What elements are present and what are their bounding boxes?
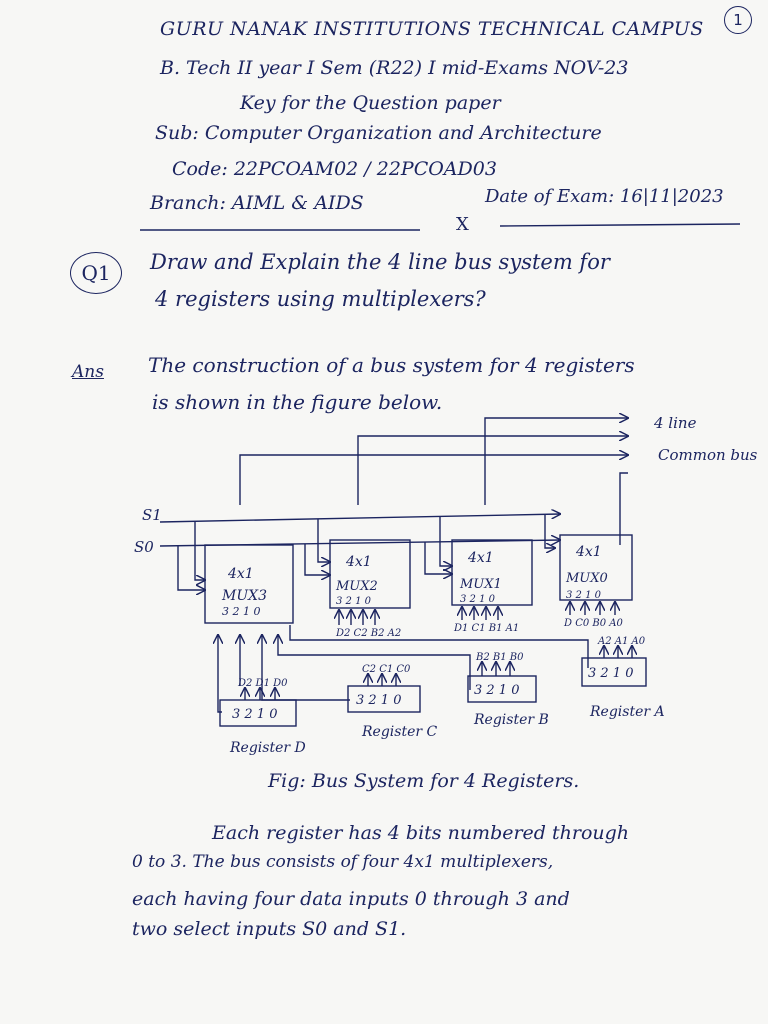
mux3-name: MUX3 xyxy=(221,588,267,604)
register-c-outputs: C2 C1 C0 xyxy=(362,664,411,675)
mux0-inputs: 3 2 1 0 xyxy=(566,590,602,601)
body-line-2: 0 to 3. The bus consists of four 4x1 mul… xyxy=(132,852,554,872)
mux1-type: 4x1 xyxy=(467,550,494,566)
bus-line-mux2 xyxy=(357,436,628,505)
register-c-box xyxy=(347,685,421,713)
mux1-input-labels: D1 C1 B1 A1 xyxy=(453,623,519,634)
mux3-inputs: 3 2 1 0 xyxy=(222,605,260,618)
mux1-name: MUX1 xyxy=(459,577,502,592)
register-b-outputs: B2 B1 B0 xyxy=(475,652,524,663)
body-line-1: Each register has 4 bits numbered throug… xyxy=(212,822,630,844)
answer-label: Ans xyxy=(72,362,104,382)
register-c-name: Register C xyxy=(361,724,438,740)
s0-label: S0 xyxy=(134,538,154,556)
register-b-name: Register B xyxy=(473,712,549,728)
register-d-bits: 3 2 1 0 xyxy=(232,707,277,722)
bus-line-mux3 xyxy=(239,455,628,505)
exam-title: B. Tech II year I Sem (R22) I mid-Exams … xyxy=(160,57,629,79)
branch-line: Branch: AIML & AIDS xyxy=(150,192,364,214)
register-b-box xyxy=(467,675,537,703)
mux0-name: MUX0 xyxy=(565,571,608,586)
key-title: Key for the Question paper xyxy=(240,92,501,114)
subject-line: Sub: Computer Organization and Architect… xyxy=(155,122,602,144)
mux1-inputs: 3 2 1 0 xyxy=(460,594,496,605)
register-a-outputs: A2 A1 A0 xyxy=(597,636,646,647)
body-line-3: each having four data inputs 0 through 3… xyxy=(132,888,570,910)
separator-mark: X xyxy=(456,214,469,235)
mux0-input-labels: D C0 B0 A0 xyxy=(563,618,624,629)
mux3-box xyxy=(204,544,294,624)
question-label: Q1 xyxy=(70,252,122,294)
answer-line-1: The construction of a bus system for 4 r… xyxy=(148,353,635,377)
register-b-bits: 3 2 1 0 xyxy=(474,683,519,698)
body-line-4: two select inputs S0 and S1. xyxy=(132,918,407,940)
mux0-box xyxy=(559,534,633,601)
mux2-name: MUX2 xyxy=(335,579,378,594)
s1-line xyxy=(159,514,560,523)
code-line: Code: 22PCOAM02 / 22PCOAD03 xyxy=(172,158,497,180)
register-d-outputs: D2 D1 D0 xyxy=(237,678,288,689)
question-line-2: 4 registers using multiplexers? xyxy=(155,287,486,311)
register-d-box xyxy=(219,699,297,727)
register-a-box xyxy=(581,657,647,687)
mux0-type: 4x1 xyxy=(575,544,602,560)
register-a-bits: 3 2 1 0 xyxy=(588,666,633,681)
bus-label-2: Common bus xyxy=(658,446,758,464)
s1-label: S1 xyxy=(142,506,162,524)
mux2-input-labels: D2 C2 B2 A2 xyxy=(335,628,401,639)
answer-line-2: is shown in the figure below. xyxy=(152,390,443,414)
register-a-name: Register A xyxy=(589,704,665,720)
mux2-box xyxy=(329,539,411,609)
page-number: 1 xyxy=(724,6,752,34)
figure-caption: Fig: Bus System for 4 Registers. xyxy=(268,770,580,792)
register-d-name: Register D xyxy=(229,740,306,756)
bus-line-mux0 xyxy=(619,472,628,545)
register-c-bits: 3 2 1 0 xyxy=(356,693,401,708)
question-line-1: Draw and Explain the 4 line bus system f… xyxy=(150,250,610,274)
institution-title: GURU NANAK INSTITUTIONS TECHNICAL CAMPUS xyxy=(160,18,704,40)
mux2-type: 4x1 xyxy=(345,554,372,570)
mux2-inputs: 3 2 1 0 xyxy=(336,596,372,607)
bus-line-mux1 xyxy=(484,418,628,505)
bus-label-1: 4 line xyxy=(653,414,697,432)
mux3-type: 4x1 xyxy=(227,566,254,582)
mux1-box xyxy=(451,539,533,606)
exam-date: Date of Exam: 16|11|2023 xyxy=(485,186,724,207)
